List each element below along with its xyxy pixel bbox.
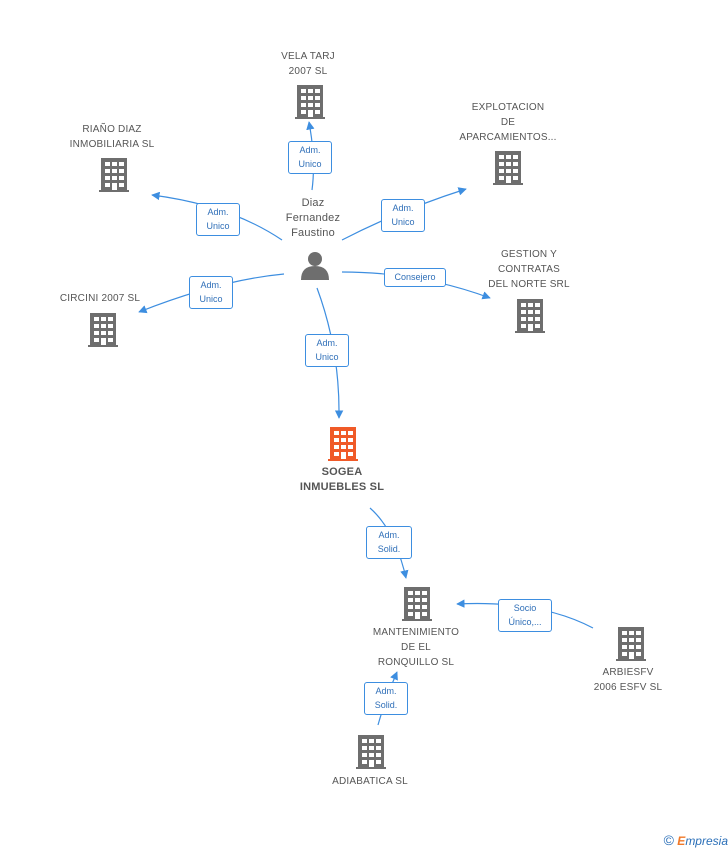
building-icon (616, 627, 646, 661)
edge-label-circini[interactable]: Adm. Unico (189, 276, 233, 309)
edge-label-sogea[interactable]: Adm. Unico (305, 334, 349, 367)
edge-label-riano[interactable]: Adm. Unico (196, 203, 240, 236)
node-label: EXPLOTACION DE APARCAMIENTOS... (459, 102, 557, 143)
node-person-diaz[interactable]: Diaz Fernandez Faustino (268, 196, 358, 241)
edge-label-sogea-mantenimiento[interactable]: Adm. Solid. (366, 526, 412, 559)
building-icon (515, 299, 545, 333)
edge-label-explotacion[interactable]: Adm. Unico (381, 199, 425, 232)
node-label: Diaz Fernandez Faustino (285, 197, 341, 239)
node-label: RIAÑO DIAZ INMOBILIARIA SL (69, 124, 155, 150)
node-label: SOGEA INMUEBLES SL (299, 466, 385, 493)
edge-label-gestion[interactable]: Consejero (384, 268, 446, 287)
node-mantenimiento[interactable]: MANTENIMIENTO DE EL RONQUILLO SL (360, 625, 472, 670)
edge-label-vela[interactable]: Adm. Unico (288, 141, 332, 174)
person-icon (301, 252, 329, 280)
node-label: ADIABATICA SL (332, 776, 408, 787)
building-icon (99, 158, 129, 192)
node-vela-tarj[interactable]: VELA TARJ 2007 SL (258, 49, 358, 79)
copyright-icon: © (663, 832, 674, 848)
node-arbiesfv[interactable]: ARBIESFV 2006 ESFV SL (580, 665, 676, 695)
node-riano-diaz[interactable]: RIAÑO DIAZ INMOBILIARIA SL (52, 122, 172, 152)
building-icon (328, 427, 358, 461)
node-circini[interactable]: CIRCINI 2007 SL (48, 291, 152, 306)
node-label: GESTION Y CONTRATAS DEL NORTE SRL (488, 249, 570, 290)
node-explotacion[interactable]: EXPLOTACION DE APARCAMIENTOS... (440, 100, 576, 145)
building-icon (402, 587, 432, 621)
node-label: ARBIESFV 2006 ESFV SL (593, 667, 663, 693)
node-gestion[interactable]: GESTION Y CONTRATAS DEL NORTE SRL (470, 247, 588, 292)
building-icon (88, 313, 118, 347)
node-label: CIRCINI 2007 SL (59, 293, 141, 304)
building-icon (493, 151, 523, 185)
node-label: MANTENIMIENTO DE EL RONQUILLO SL (372, 627, 460, 668)
node-adiabatica[interactable]: ADIABATICA SL (318, 774, 422, 789)
brand-e: E (677, 834, 686, 848)
edge-label-adiabatica-mantenimiento[interactable]: Adm. Solid. (364, 682, 408, 715)
brand-name: mpresia (685, 834, 728, 848)
building-icon (295, 85, 325, 119)
empresia-logo[interactable]: © Empresia (664, 832, 728, 848)
node-label: VELA TARJ 2007 SL (281, 51, 335, 77)
edge-label-arbiesfv-mantenimiento[interactable]: Socio Único,... (498, 599, 552, 632)
node-sogea[interactable]: SOGEA INMUEBLES SL (282, 465, 402, 495)
building-icon (356, 735, 386, 769)
